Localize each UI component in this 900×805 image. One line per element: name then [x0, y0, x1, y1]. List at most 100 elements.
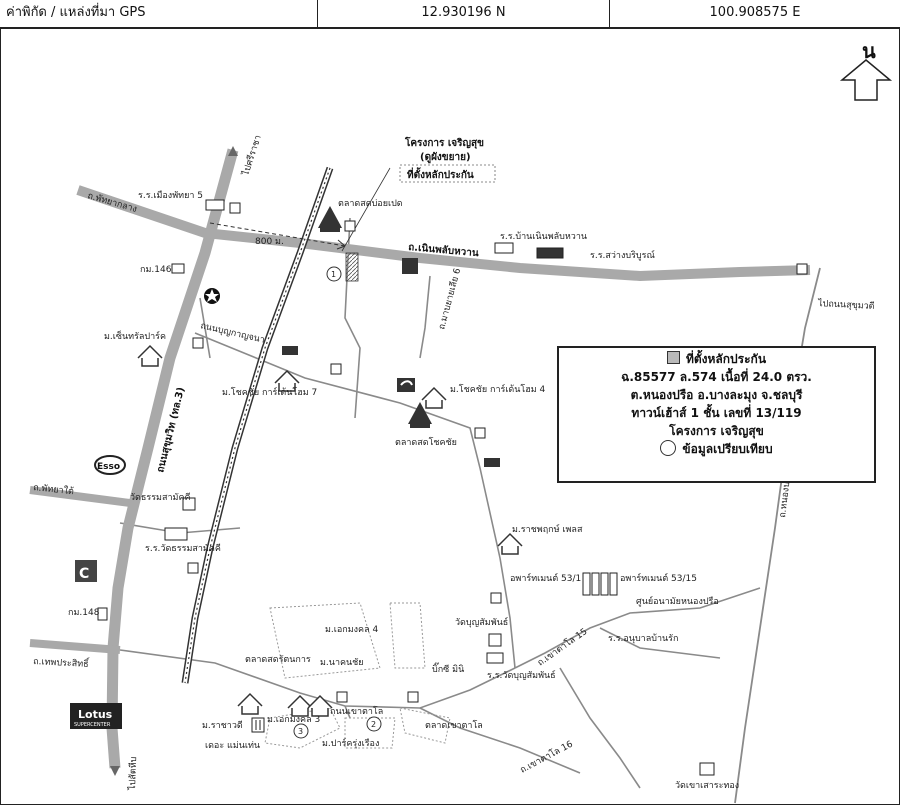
lotus-express-icon: [484, 458, 500, 467]
legend-box: ที่ตั้งหลักประกัน ฉ.85577 ล.574 เนื้อที่…: [557, 346, 876, 483]
label-park-rung-rueang: ม.ปาร์ครุ่งเรือง: [322, 737, 379, 749]
lotus-express-icon: [282, 346, 298, 355]
km-post-icon: [171, 263, 185, 274]
legend-line1: ฉ.85577 ล.574 เนื้อที่ 24.0 ตรว.: [621, 370, 812, 384]
lotus-sub-text: SUPERCENTER: [74, 722, 111, 728]
label-school-thammasamakkhi: ร.ร.วัดธรรมสามัคคี: [145, 543, 221, 554]
label-wat-bunsamphan: วัดบุญสัมพันธ์: [455, 616, 508, 628]
house-icon: [274, 369, 300, 392]
temple-icon: [699, 762, 715, 776]
label-chokchai7: ม.โชคชัย การ์เด้นโฮม 7: [222, 386, 317, 398]
school-icon: [486, 652, 504, 664]
house-icon: [237, 692, 263, 715]
road-label-to-sukhawadee: ไปถนนสุขุมวดี: [817, 298, 875, 312]
condo-icon: [251, 717, 265, 733]
road-label-pattaya-tai: ถ.พัทยาใต้: [33, 482, 75, 497]
store-icon: [796, 263, 808, 275]
label-wat-thammasamakkhi: วัดธรรมสามัคคี: [130, 492, 191, 503]
label-market-rattanakarn: ตลาดสดรัตนการ: [245, 655, 311, 665]
label-rachawadi: ม.ราชาวดี: [202, 720, 243, 731]
store-icon: [330, 363, 342, 375]
lotus-supercenter-logo: Lotus SUPERCENTER: [70, 703, 122, 729]
bank-icon: [397, 378, 415, 392]
label-health-center: ศูนย์อนามัยหนองปรือ: [636, 595, 719, 607]
road-label-khao-talo-16: ถ.เขาตาโล 16: [518, 739, 575, 776]
collateral-plot[interactable]: [345, 252, 359, 282]
north-letter: น: [862, 39, 876, 63]
gps-label: ค่าพิกัด / แหล่งที่มา GPS: [0, 0, 318, 28]
project-location-box: [399, 164, 496, 183]
gps-longitude: 100.908575 E: [709, 5, 801, 20]
store-icon: [474, 427, 486, 439]
road-label-khao-talo-15: ถ.เขาตาโล 15: [535, 626, 589, 668]
road-label-bunkanjana: ถนนบุญกาญจนา: [199, 321, 265, 346]
svg-text:2: 2: [371, 720, 376, 729]
gas-station-icon: [402, 258, 418, 274]
plot-pointer-line: [341, 167, 391, 252]
distance-label: 800 ม.: [255, 237, 284, 247]
label-apt-53-15: อพาร์ทเมนต์ 53/15: [620, 572, 697, 584]
svg-text:C: C: [79, 566, 89, 582]
label-ekmongkol4: ม.เอกมงคล 4: [325, 625, 378, 635]
store-icon: [344, 220, 356, 232]
label-apt-53-1: อพาร์ทเมนต์ 53/1: [510, 572, 581, 584]
road-label-pattaya-klang: ถ.พัทยากลาง: [86, 191, 138, 215]
label-market-poi: ตลาดสดบ่อยเปด: [338, 199, 403, 209]
apartment-blocks: [582, 572, 618, 596]
legend-line3: ทาวน์เฮ้าส์ 1 ชั้น เลขที่ 13/119: [631, 406, 802, 420]
market-icon: [408, 402, 432, 424]
legend-compare-row: ข้อมูลเปรียบเทียบ: [559, 440, 874, 458]
side-roads: [29, 486, 131, 654]
svg-text:3: 3: [298, 727, 303, 736]
label-market-chokchai: ตลาดสดโชคชัย: [395, 437, 457, 448]
main-roads: [76, 148, 811, 769]
road-label-khao-talo: ถนนเขาตาโล: [330, 706, 383, 717]
comparison-markers[interactable]: 1 2 3: [293, 266, 382, 739]
minor-roads: [119, 217, 761, 789]
gps-latitude: 12.930196 N: [318, 0, 610, 28]
market-icon: [318, 206, 342, 228]
label-school-mueang-pattaya5: ร.ร.เมืองพัทยา 5: [138, 190, 203, 201]
legend-line2: ต.หนองปรือ อ.บางละมุง จ.ชลบุรี: [630, 388, 803, 402]
big-c-icon: [75, 560, 97, 582]
north-arrow[interactable]: น: [839, 39, 893, 101]
legend-circle-swatch: [660, 440, 677, 456]
store-icon: [407, 691, 419, 703]
lotus-text: Lotus: [78, 708, 113, 721]
label-nakhonchai: ม.นาคนชัย: [320, 658, 364, 668]
label-central-park: ม.เซ็นทรัลปาร์ค: [104, 329, 166, 342]
store-icon: [229, 202, 241, 214]
legend-plot-swatch: [666, 351, 680, 364]
house-icon: [287, 694, 313, 717]
label-chokchai4: ม.โชคชัย การ์เด้นโฮม 4: [450, 383, 546, 395]
market-base: [410, 424, 430, 428]
store-icon: [192, 337, 204, 349]
label-school-anuban: ร.ร.อนุบาลบ้านรัก: [608, 633, 678, 644]
house-icon: [137, 344, 163, 367]
store-icon: [490, 592, 502, 604]
label-wat-khao-talo: วัดเขาเสาระทอง: [675, 781, 739, 791]
distance-800m: 800 ม.: [209, 222, 346, 250]
label-km148: กม.148: [68, 608, 100, 618]
label-ratchaphruek: ม.ราชพฤกษ์ เพลส: [512, 523, 583, 535]
market-base: [320, 228, 340, 232]
label-big-c-mini: บิ๊กซี มินิ: [432, 662, 464, 675]
road-label-thepprasit: ถ.เทพประสิทธิ์: [33, 654, 91, 670]
gps-info-bar: ค่าพิกัด / แหล่งที่มา GPS 12.930196 N 10…: [0, 0, 900, 28]
road-label-sukhumvit-top: ไปศรีราชา: [240, 134, 264, 178]
school-icon: [494, 242, 514, 254]
temple-icon: [182, 497, 196, 511]
location-map[interactable]: 800 ม. น โครงการ เจริญสุข (ดูผังขยาย) ที…: [0, 28, 900, 805]
map-icons: C: [75, 199, 808, 776]
label-school-sawang: ร.ร.สว่างบริบูรณ์: [590, 249, 655, 261]
label-ekmongkol3: ม.เอกมงคล 3: [267, 715, 320, 725]
place-labels: ร.ร.เมืองพัทยา 5 ตลาดสดบ่อยเปด ร.ร.บ้านเ…: [68, 190, 739, 791]
legend-title: ที่ตั้งหลักประกัน: [685, 352, 767, 366]
legend-title-row: ที่ตั้งหลักประกัน: [559, 350, 874, 368]
project-location: ที่ตั้งหลักประกัน: [407, 167, 474, 181]
legend-line5: ข้อมูลเปรียบเทียบ: [682, 442, 773, 456]
road-right-vertical: [734, 267, 821, 804]
house-icon: [421, 386, 447, 409]
esso-text: Esso: [97, 462, 120, 472]
school-icon: [164, 527, 188, 541]
